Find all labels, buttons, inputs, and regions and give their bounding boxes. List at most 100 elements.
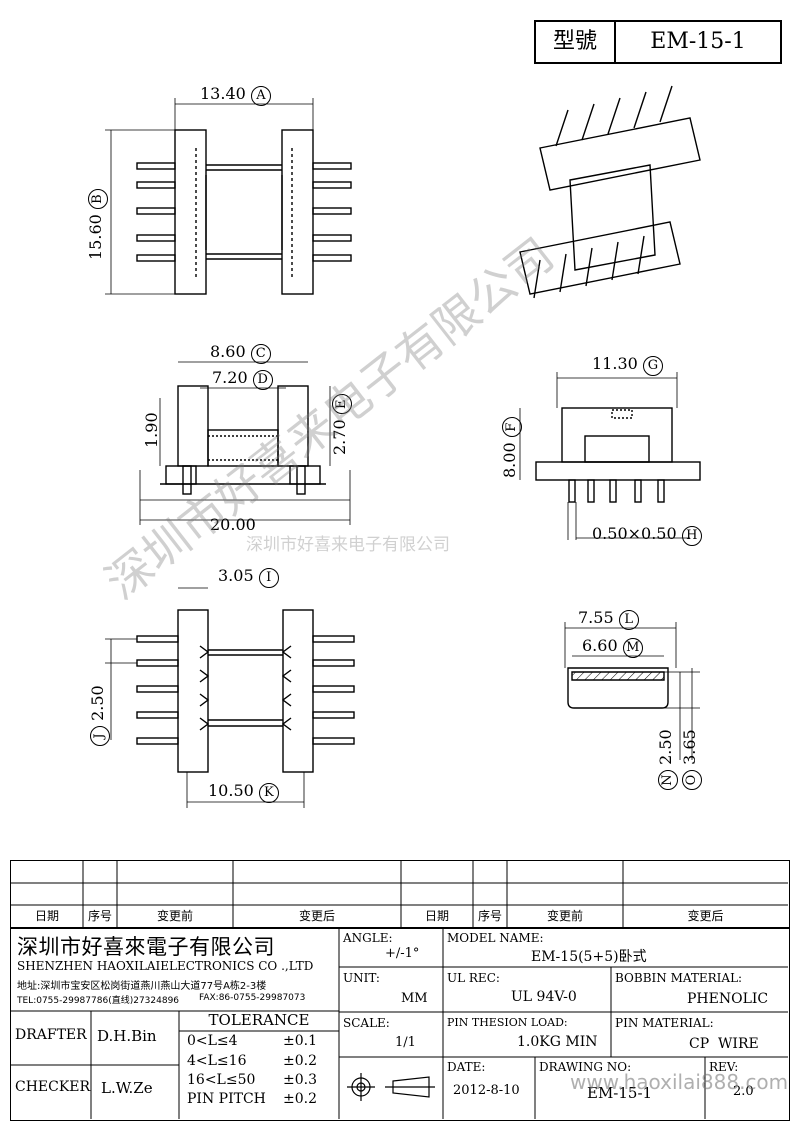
model-name-label: MODEL NAME: [447,931,544,945]
dim-a: 13.40 A [200,84,271,106]
dim-m-value: 6.60 [582,636,618,655]
dim-g: 11.30 G [592,354,663,376]
tolerance-title: TOLERANCE [208,1011,310,1029]
dim-h: 0.50×0.50 H [592,524,702,546]
rev-label: REV: [709,1060,739,1074]
revision-table: 日期 序号 变更前 变更后 日期 序号 变更前 变更后 [10,860,790,928]
tol-range-2: 4<L≤16 [187,1053,247,1069]
tol-value-3: ±0.3 [283,1072,317,1088]
dim-d: 7.20 D [212,368,273,390]
checker-label: CHECKER [15,1079,91,1095]
dim-k-value: 10.50 [208,781,254,800]
ul-rec-label: UL REC: [447,971,500,985]
dim-n-tag: N [658,770,678,790]
dim-n: N 2.50 [656,729,678,790]
pin-material-value: CP WIRE [689,1036,759,1052]
pin-material-label: PIN MATERIAL: [615,1016,714,1030]
model-box: 型號 EM-15-1 [534,20,782,64]
dim-e-tag: E [332,394,352,415]
date-value: 2012-8-10 [453,1083,520,1098]
dim-f: 8.00 F [500,417,522,478]
dim-c-value: 8.60 [210,342,246,361]
dim-e-value: 2.70 [330,419,349,455]
dim-c-tag: C [250,344,271,364]
dim-m-tag: M [622,638,643,658]
top-view [105,98,352,295]
drawing-no-value: EM-15-1 [587,1084,653,1102]
rev-header-seq-2: 序号 [477,909,502,923]
tol-range-3: 16<L≤50 [187,1072,256,1088]
revision-grid [11,861,788,927]
rev-header-after-2: 变更后 [687,909,724,923]
pin-load-value: 1.0KG MIN [517,1034,598,1050]
dim-f-tag: F [502,417,522,438]
dim-g-value: 11.30 [592,354,638,373]
dim-m: 6.60 M [582,636,643,658]
dim-j-tag: J [90,726,110,746]
dim-j-value: 2.50 [88,685,107,721]
pin-load-label: PIN THESION LOAD: [447,1016,568,1029]
dim-a-tag: A [250,86,271,106]
dim-c: 8.60 C [210,342,271,364]
technical-drawing [105,85,701,808]
model-name-value: EM-15(5+5)卧式 [531,949,647,965]
dim-g-tag: G [642,356,663,376]
isometric-view [519,85,701,299]
dim-b-tag: B [88,189,108,210]
rev-header-date-1: 日期 [34,909,59,923]
tol-range-1: 0<L≤4 [187,1033,238,1049]
rev-header-date-2: 日期 [424,909,449,923]
drafter-value: D.H.Bin [97,1027,157,1045]
dim-i: 3.05 I [218,566,279,588]
dim-k: 10.50 K [208,781,279,803]
dim-l-value: 7.55 [578,608,614,627]
rev-header-before-1: 变更前 [156,909,193,923]
company-tel: TEL:0755-29987786(直线)27324896 [17,996,180,1006]
tol-value-4: ±0.2 [283,1091,317,1107]
dim-i-value: 3.05 [218,566,254,585]
dim-e: 2.70 E [330,394,352,455]
front-view [519,372,701,540]
dim-n-value: 2.50 [656,729,675,765]
scale-label: SCALE: [343,1016,390,1030]
dim-l: 7.55 L [578,608,639,630]
dim-j: J 2.50 [88,685,110,746]
projection-symbol-icon [347,1073,435,1101]
company-name-en: SHENZHEN HAOXILAIELECTRONICS CO .,LTD [17,959,314,973]
drafter-label: DRAFTER [15,1027,87,1043]
rev-header-seq-1: 序号 [87,909,112,923]
angle-label: ANGLE: [343,931,393,945]
company-name-cn: 深圳市好喜來電子有限公司 [17,935,275,959]
dim-a-value: 13.40 [200,84,246,103]
tol-value-2: ±0.2 [283,1053,317,1069]
dim-b: 15.60 B [86,100,108,260]
section-view [564,622,700,760]
checker-value: L.W.Ze [101,1079,153,1097]
bottom-view [105,587,355,808]
dim-o: O 3.65 [680,729,702,790]
dim-o-value: 3.65 [680,729,699,765]
dim-d-value: 7.20 [212,368,248,387]
unit-value: MM [401,991,428,1006]
side-view [139,361,351,525]
drawing-no-label: DRAWING NO: [539,1060,632,1074]
dim-2000: 20.00 [210,515,256,534]
model-label: 型號 [536,22,616,62]
model-value: EM-15-1 [650,29,746,54]
tol-value-1: ±0.1 [283,1033,317,1049]
title-grid [11,929,788,1119]
scale-value: 1/1 [395,1035,416,1050]
dim-i-tag: I [258,568,279,588]
dim-f-value: 8.00 [500,442,519,478]
unit-label: UNIT: [343,971,380,985]
rev-value: 2.0 [733,1084,754,1099]
company-address: 地址:深圳市宝安区松岗街道燕川燕山大道77号A栋2-3楼 [17,981,267,992]
title-block: 深圳市好喜來電子有限公司 SHENZHEN HAOXILAIELECTRONIC… [10,928,790,1121]
company-fax: FAX:86-0755-29987073 [199,993,306,1003]
bobbin-material-value: PHENOLIC [687,991,769,1007]
dim-d-tag: D [252,370,273,390]
dim-k-tag: K [258,783,279,803]
rev-header-before-2: 变更前 [546,909,583,923]
tol-range-4: PIN PITCH [187,1091,266,1107]
dim-h-value: 0.50×0.50 [592,524,677,543]
